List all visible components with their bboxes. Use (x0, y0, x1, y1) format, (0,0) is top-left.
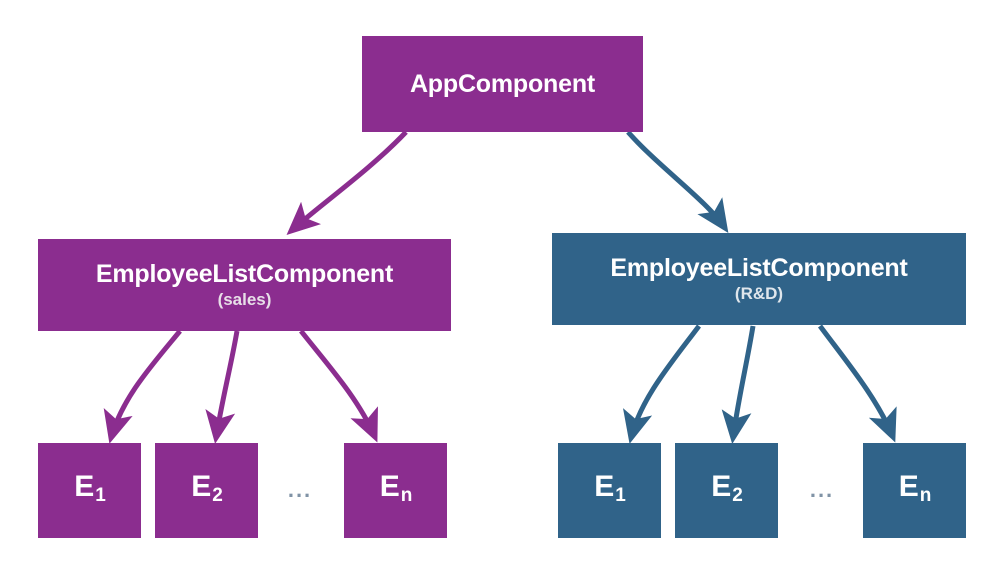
node-employee-rnd-2-label: E2 (711, 469, 743, 506)
edge-sales-to-leaf-2 (205, 330, 240, 444)
node-employee-rnd-1[interactable]: E1 (558, 443, 661, 538)
leaf-index: 1 (95, 484, 106, 506)
edge-rnd-to-leaf-n (817, 324, 897, 443)
node-employee-sales-1[interactable]: E1 (38, 443, 141, 538)
leaf-letter: E (711, 469, 732, 503)
node-employee-list-rnd[interactable]: EmployeeListComponent (R&D) (552, 233, 966, 325)
leaf-index: n (919, 484, 932, 506)
edge-root-to-sales (286, 130, 408, 236)
leaf-index: 1 (615, 484, 626, 506)
edge-rnd-to-leaf-1 (623, 324, 701, 444)
node-employee-rnd-1-label: E1 (594, 469, 626, 506)
ellipsis-sales: ... (287, 477, 313, 502)
leaf-letter: E (898, 469, 919, 503)
node-employee-sales-2-label: E2 (191, 469, 223, 506)
node-app-component-label: AppComponent (409, 69, 596, 98)
leaf-letter: E (74, 469, 95, 503)
node-employee-list-rnd-sublabel: (R&D) (734, 283, 784, 303)
leaf-letter: E (594, 469, 615, 503)
leaf-index: 2 (732, 484, 743, 506)
node-employee-sales-n-label: En (379, 469, 413, 506)
node-employee-rnd-n-label: En (898, 469, 932, 506)
edge-root-to-rnd (626, 130, 729, 233)
node-employee-list-sales-sublabel: (sales) (217, 289, 272, 309)
node-employee-list-sales-label: EmployeeListComponent (95, 260, 394, 289)
leaf-index: n (400, 484, 413, 506)
node-employee-rnd-n[interactable]: En (863, 443, 966, 538)
leaf-index: 2 (212, 484, 223, 506)
node-employee-list-sales[interactable]: EmployeeListComponent (sales) (38, 239, 451, 331)
leaf-letter: E (191, 469, 212, 503)
leaf-letter: E (379, 469, 400, 503)
node-app-component[interactable]: AppComponent (362, 36, 643, 132)
edge-sales-to-leaf-n (299, 329, 378, 443)
edge-rnd-to-leaf-2 (721, 325, 756, 444)
node-employee-sales-n[interactable]: En (344, 443, 447, 538)
edge-sales-to-leaf-1 (103, 329, 182, 444)
node-employee-list-rnd-label: EmployeeListComponent (610, 254, 908, 283)
node-employee-rnd-2[interactable]: E2 (675, 443, 778, 538)
node-employee-sales-2[interactable]: E2 (155, 443, 258, 538)
node-employee-sales-1-label: E1 (74, 469, 106, 506)
ellipsis-rnd: ... (809, 477, 835, 502)
